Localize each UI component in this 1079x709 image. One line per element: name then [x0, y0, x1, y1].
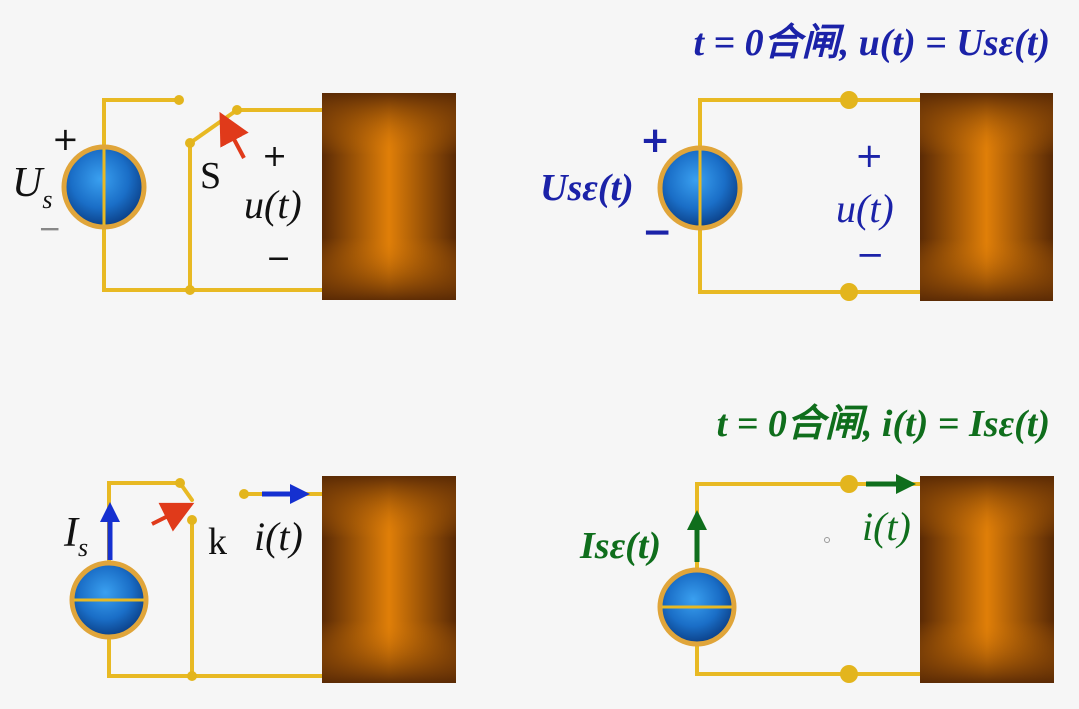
output-plus-sign: + — [262, 139, 287, 174]
current-source — [69, 560, 149, 640]
panel-current-step: t = 0合闸, i(t) = Isε(t) Isε(t) i(t) — [579, 403, 1054, 683]
output-current-arrow — [262, 484, 310, 504]
panel-current-switch: Is k i(t) — [63, 476, 456, 683]
current-step-equation: t = 0合闸, i(t) = Isε(t) — [717, 403, 1050, 445]
output-plus-sign: + — [855, 136, 884, 176]
stray-dot — [824, 537, 830, 543]
switch-label: S — [200, 155, 221, 197]
terminal-node-bottom — [840, 665, 858, 683]
switch-contact-top — [175, 478, 185, 488]
voltage-source — [657, 145, 743, 231]
output-voltage-label: u(t) — [244, 182, 302, 227]
panel-voltage-switch: + Us − S + u(t) − — [12, 93, 456, 300]
switch-indicator-arrow — [151, 502, 195, 532]
switch-contact-bottom — [187, 515, 197, 525]
output-current-arrow — [866, 474, 916, 494]
switch-pivot — [185, 138, 195, 148]
voltage-source — [61, 144, 147, 230]
output-terminal — [239, 489, 249, 499]
current-direction-arrow — [100, 502, 120, 560]
output-minus-sign: − — [856, 235, 885, 275]
switch-label: k — [208, 521, 227, 563]
load-box — [322, 476, 456, 683]
current-source — [657, 567, 737, 647]
output-current-label: i(t) — [254, 514, 303, 559]
panel-voltage-step: t = 0合闸, u(t) = Usε(t) + Usε(t) − + u(t)… — [540, 22, 1053, 301]
terminal-node-bottom — [840, 283, 858, 301]
terminal-node-top — [840, 475, 858, 493]
output-minus-sign: − — [266, 241, 291, 276]
junction-node — [185, 285, 195, 295]
source-plus-sign: + — [640, 120, 670, 161]
load-box — [920, 93, 1053, 301]
current-direction-arrow — [687, 510, 707, 562]
source-minus-sign: − — [642, 212, 672, 253]
source-plus-sign: + — [52, 120, 79, 158]
source-label: Isε(t) — [579, 525, 661, 567]
output-current-label: i(t) — [862, 504, 911, 549]
switch-contact-left — [174, 95, 184, 105]
load-box — [322, 93, 456, 300]
terminal-node-top — [840, 91, 858, 109]
switch-indicator-arrow — [219, 111, 249, 159]
junction-node — [187, 671, 197, 681]
source-label: Is — [63, 510, 88, 562]
source-minus-sign: − — [38, 212, 61, 245]
source-label: Us — [12, 160, 52, 214]
source-label: Usε(t) — [540, 167, 634, 209]
voltage-step-equation: t = 0合闸, u(t) = Usε(t) — [693, 22, 1050, 64]
output-voltage-label: u(t) — [836, 186, 894, 231]
switch-contact-right — [232, 105, 242, 115]
load-box — [920, 476, 1054, 683]
